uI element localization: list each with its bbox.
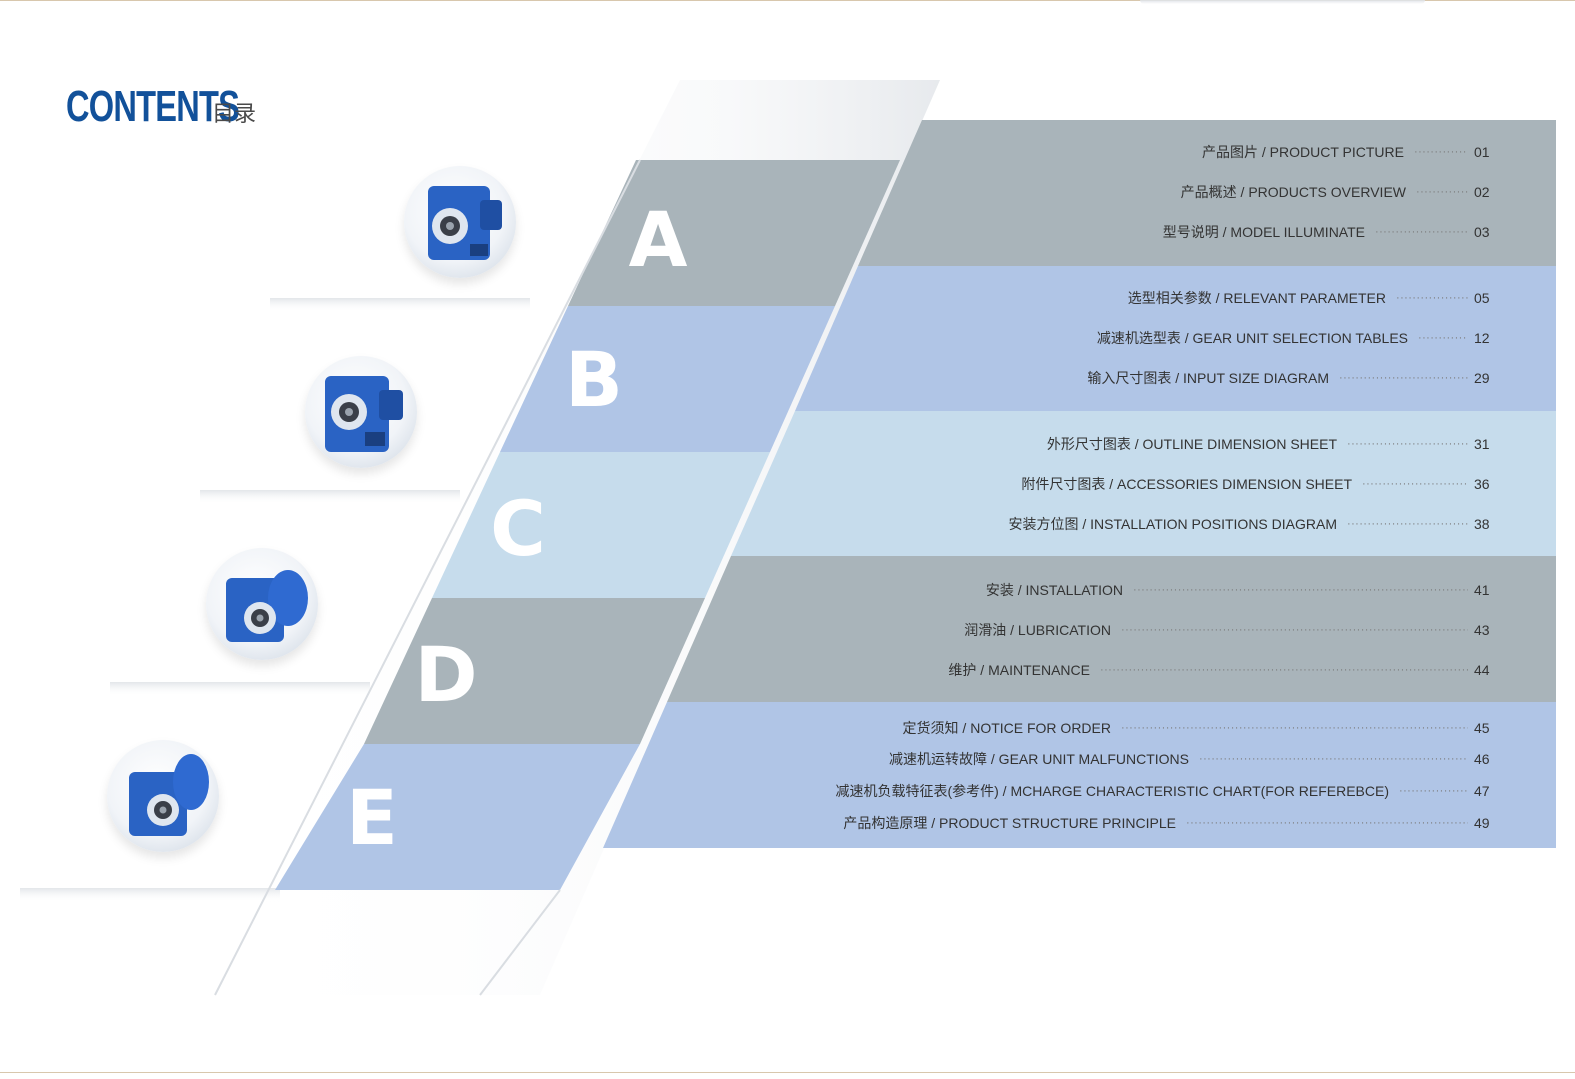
toc-page-number: 01 [1474, 144, 1490, 160]
toc-entry[interactable]: 产品图片 / PRODUCT PICTURE ··················… [0, 142, 1575, 162]
dot-leader: ········································… [1399, 785, 1468, 797]
dot-leader: ········································… [1362, 478, 1468, 490]
toc-entry[interactable]: 输入尺寸图表 / INPUT SIZE DIAGRAM ·············… [0, 368, 1575, 388]
toc-page-number: 46 [1474, 751, 1490, 767]
letter-c: C [490, 484, 546, 573]
toc-entry[interactable]: 安装 / INSTALLATION ·······················… [0, 580, 1575, 600]
band-b [795, 266, 1556, 411]
dot-leader: ········································… [1375, 226, 1468, 238]
letter-band-a [568, 160, 900, 306]
toc-entry-label: 选型相关参数 / RELEVANT PARAMETER [1127, 290, 1386, 306]
product-image-d [107, 740, 219, 852]
toc-page-number: 36 [1474, 476, 1490, 492]
toc-entry-label: 产品构造原理 / PRODUCT STRUCTURE PRINCIPLE [843, 815, 1176, 831]
dot-leader: ········································… [1186, 817, 1468, 829]
dot-leader: ········································… [1347, 438, 1468, 450]
letter-e: E [346, 773, 398, 862]
dot-leader: ········································… [1347, 518, 1468, 530]
letter-a: A [629, 195, 688, 284]
toc-page-number: 29 [1474, 370, 1490, 386]
toc-page-number: 02 [1474, 184, 1490, 200]
diagonal-line-right [479, 889, 561, 996]
letter-band-e [275, 744, 640, 890]
toc-entry[interactable]: 附件尺寸图表 / ACCESSORIES DIMENSION SHEET ····… [0, 474, 1575, 494]
toc-page-number: 38 [1474, 516, 1490, 532]
dot-leader: ········································… [1396, 292, 1468, 304]
dot-leader: ········································… [1121, 722, 1468, 734]
toc-page-number: 44 [1474, 662, 1490, 678]
dot-leader: ········································… [1416, 186, 1468, 198]
toc-entry[interactable]: 选型相关参数 / RELEVANT PARAMETER ·············… [0, 288, 1575, 308]
title-chinese: 目录 [212, 101, 257, 126]
toc-entry[interactable]: 产品概述 / PRODUCTS OVERVIEW ················… [0, 182, 1575, 202]
shelf-2 [200, 490, 460, 504]
toc-entry[interactable]: 外形尺寸图表 / OUTLINE DIMENSION SHEET ········… [0, 434, 1575, 454]
toc-entry[interactable]: 减速机运转故障 / GEAR UNIT MALFUNCTIONS ········… [0, 749, 1575, 769]
top-border-line [0, 0, 1575, 1]
dot-leader: ········································… [1199, 753, 1468, 765]
toc-entry-label: 减速机运转故障 / GEAR UNIT MALFUNCTIONS [889, 751, 1189, 767]
product-image-b [305, 356, 417, 468]
shelf-1 [270, 298, 530, 312]
dot-leader: ········································… [1339, 372, 1468, 384]
toc-page-number: 12 [1474, 330, 1490, 346]
toc-page-number: 47 [1474, 783, 1490, 799]
diagonal-line-left [214, 159, 641, 996]
toc-page-number: 31 [1474, 436, 1490, 452]
letter-d: D [414, 630, 477, 719]
toc-entry[interactable]: 减速机选型表 / GEAR UNIT SELECTION TABLES ·····… [0, 328, 1575, 348]
product-image-a [404, 166, 516, 278]
band-e [603, 702, 1556, 848]
shelf-3 [110, 682, 370, 696]
toc-page-number: 45 [1474, 720, 1490, 736]
letter-band-b [500, 306, 835, 452]
product-image-c [206, 548, 318, 660]
toc-entry-label: 外形尺寸图表 / OUTLINE DIMENSION SHEET [1046, 436, 1337, 452]
toc-entry[interactable]: 安装方位图 / INSTALLATION POSITIONS DIAGRAM ··… [0, 514, 1575, 534]
toc-entry[interactable]: 定货须知 / NOTICE FOR ORDER ·················… [0, 718, 1575, 738]
dot-leader: ········································… [1121, 624, 1468, 636]
toc-entry-label: 产品概述 / PRODUCTS OVERVIEW [1180, 184, 1406, 200]
toc-page-number: 41 [1474, 582, 1490, 598]
toc-entry[interactable]: 型号说明 / MODEL ILLUMINATE ·················… [0, 222, 1575, 242]
toc-entry-label: 减速机负载特征表(参考件) / MCHARGE CHARACTERISTIC C… [835, 783, 1389, 799]
letter-band-c [432, 452, 770, 598]
letter-b: B [565, 335, 623, 424]
toc-page-number: 03 [1474, 224, 1490, 240]
shelf-4 [20, 888, 280, 902]
band-d [667, 556, 1556, 702]
band-a [858, 120, 1556, 266]
dot-leader: ········································… [1133, 584, 1468, 596]
toc-entry-label: 润滑油 / LUBRICATION [964, 622, 1111, 638]
toc-entry-label: 附件尺寸图表 / ACCESSORIES DIMENSION SHEET [1021, 476, 1352, 492]
toc-entry-label: 定货须知 / NOTICE FOR ORDER [902, 720, 1111, 736]
toc-entry[interactable]: 维护 / MAINTENANCE ························… [0, 660, 1575, 680]
dot-leader: ········································… [1414, 146, 1468, 158]
page-title: CONTENTS 目录 [66, 82, 300, 132]
toc-page-number: 05 [1474, 290, 1490, 306]
dot-leader: ········································… [1100, 664, 1468, 676]
bottom-border-line [0, 1072, 1575, 1073]
letter-band-d [364, 598, 705, 744]
band-c [731, 411, 1556, 556]
toc-entry-label: 安装方位图 / INSTALLATION POSITIONS DIAGRAM [1008, 516, 1337, 532]
toc-entry-label: 安装 / INSTALLATION [985, 582, 1123, 598]
toc-entry-label: 产品图片 / PRODUCT PICTURE [1202, 144, 1404, 160]
toc-entry[interactable]: 润滑油 / LUBRICATION ·······················… [0, 620, 1575, 640]
dot-leader: ········································… [1418, 332, 1468, 344]
toc-entry[interactable]: 产品构造原理 / PRODUCT STRUCTURE PRINCIPLE ····… [0, 813, 1575, 833]
toc-entry-label: 维护 / MAINTENANCE [948, 662, 1090, 678]
toc-entry-label: 减速机选型表 / GEAR UNIT SELECTION TABLES [1096, 330, 1408, 346]
toc-entry[interactable]: 减速机负载特征表(参考件) / MCHARGE CHARACTERISTIC C… [0, 781, 1575, 801]
title-english: CONTENTS [66, 82, 240, 131]
toc-entry-label: 型号说明 / MODEL ILLUMINATE [1162, 224, 1365, 240]
toc-page-number: 49 [1474, 815, 1490, 831]
top-tab-shadow [1140, 0, 1425, 4]
toc-entry-label: 输入尺寸图表 / INPUT SIZE DIAGRAM [1087, 370, 1329, 386]
toc-page-number: 43 [1474, 622, 1490, 638]
